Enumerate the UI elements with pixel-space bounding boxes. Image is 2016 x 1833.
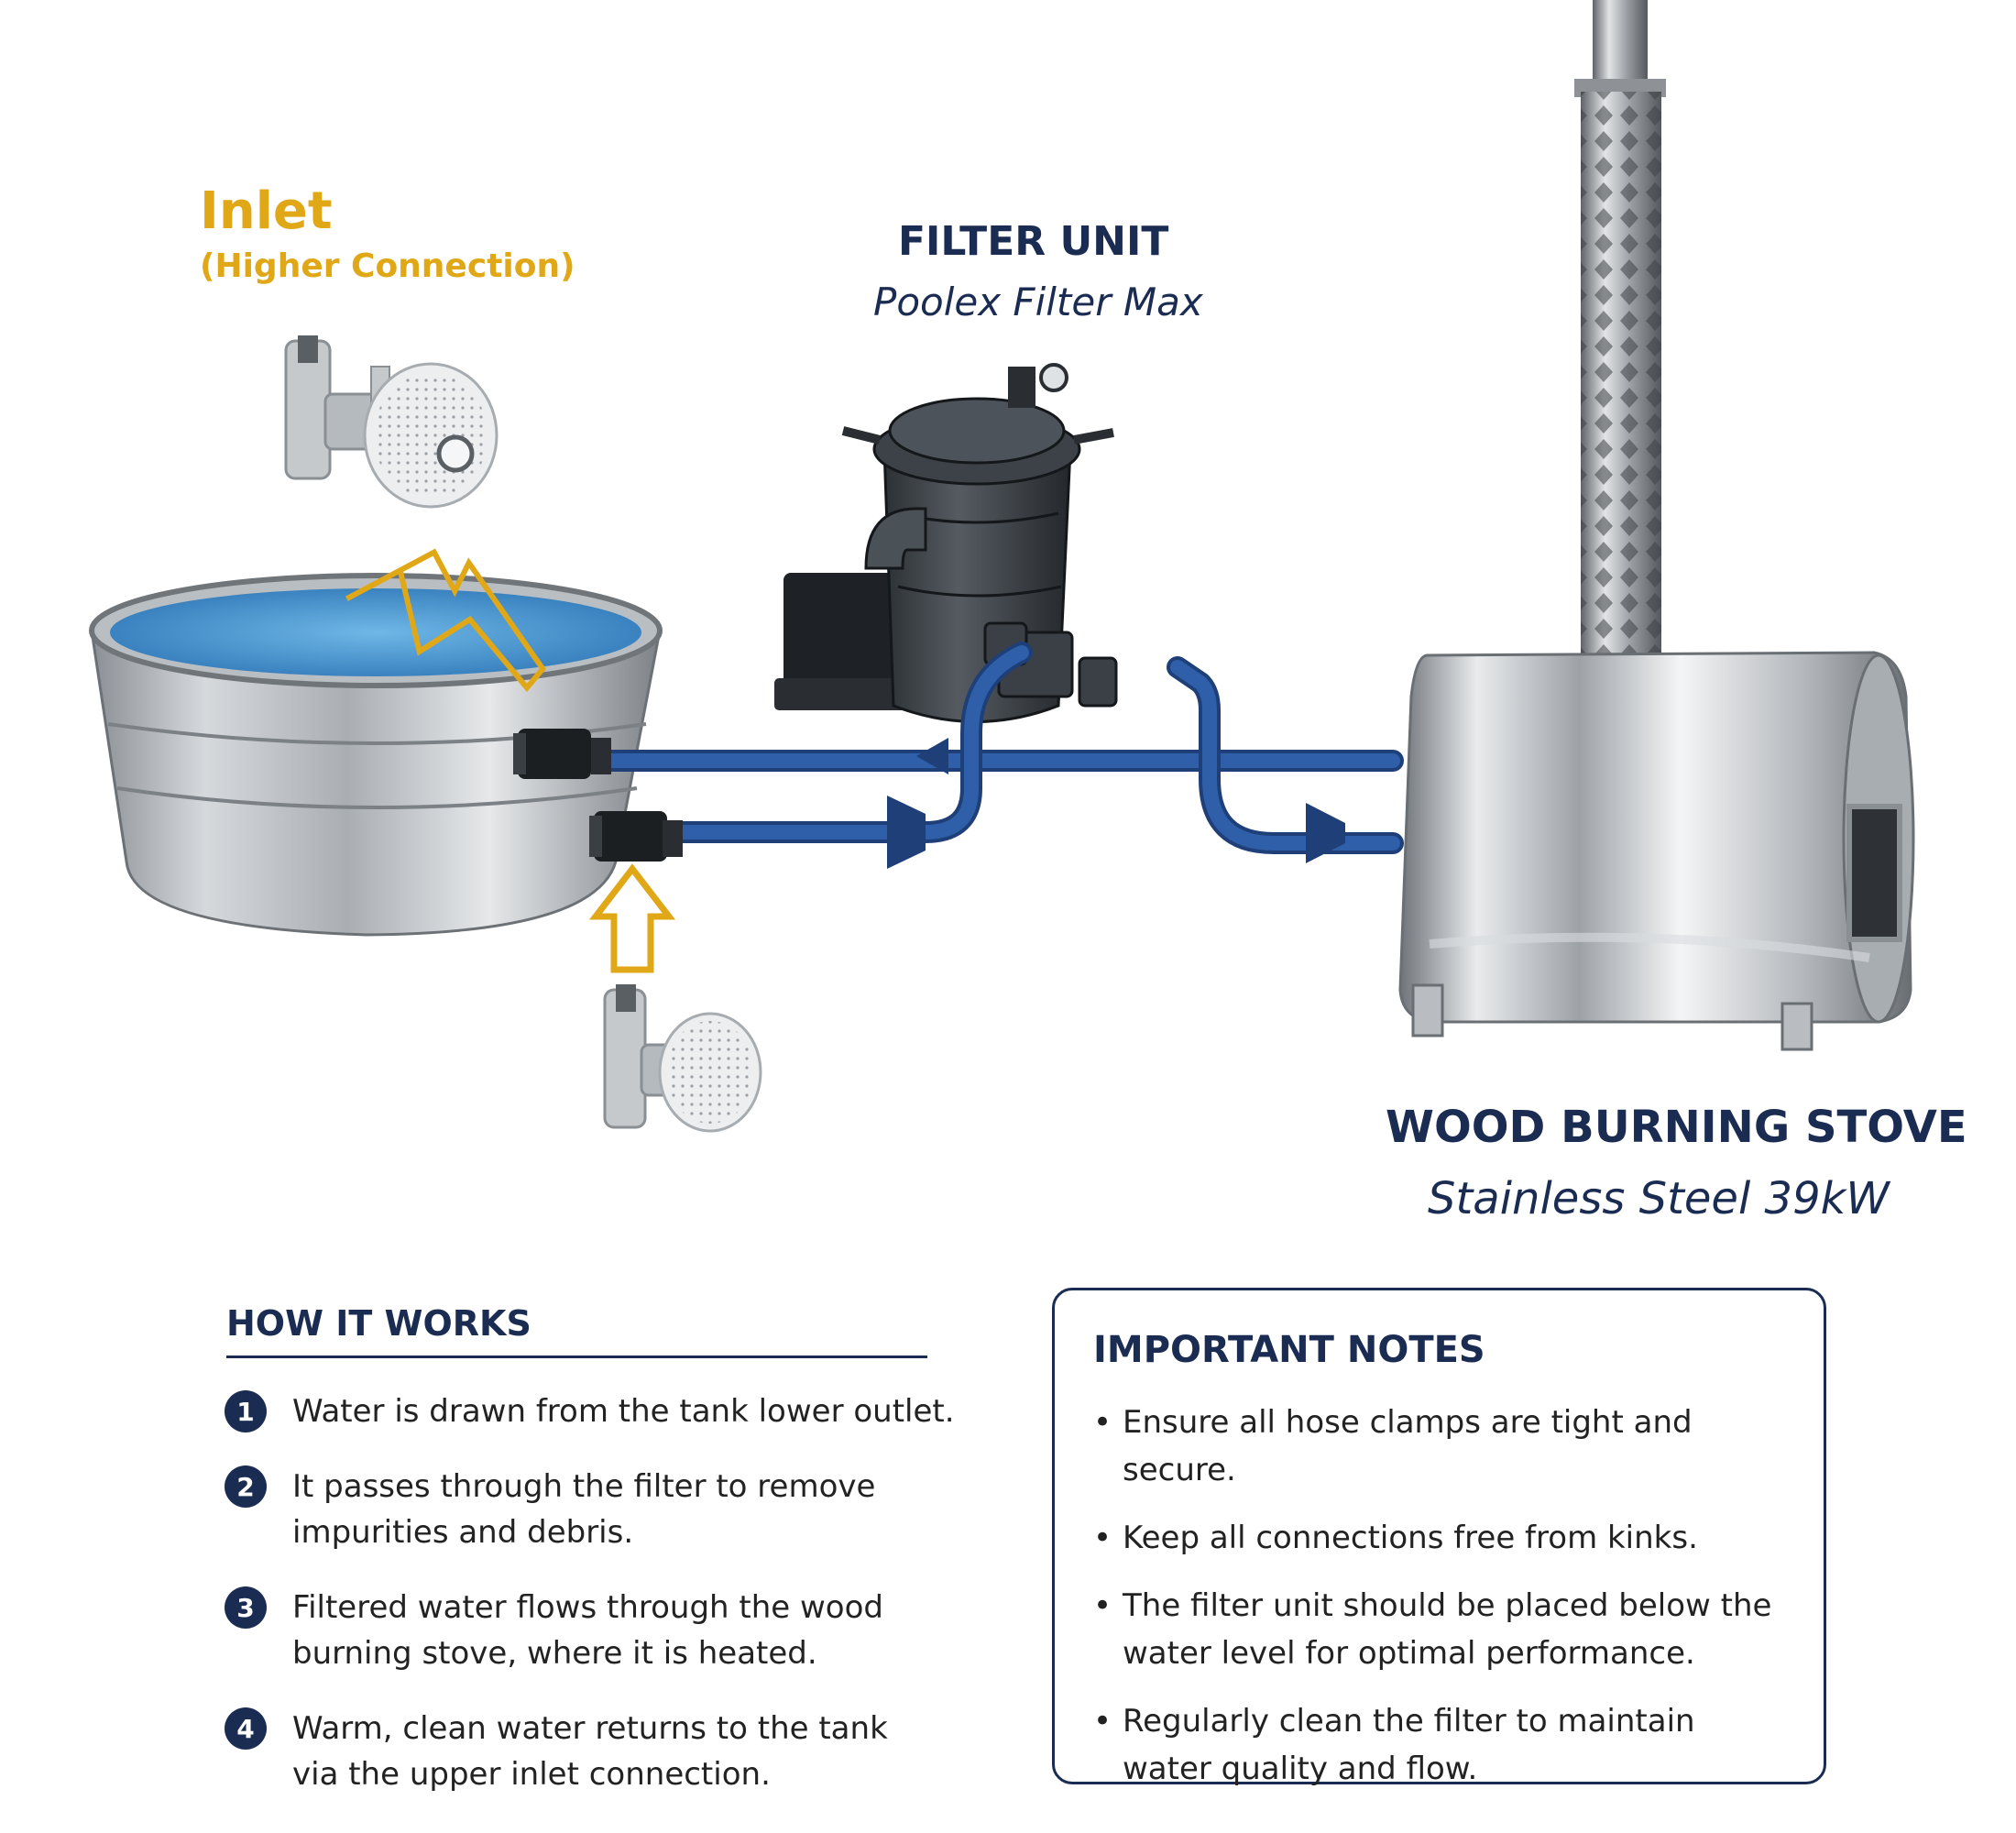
how-it-works-divider <box>226 1356 927 1358</box>
note-text: The filter unit should be placed below t… <box>1123 1582 1771 1677</box>
stove-icon <box>1398 651 1915 1051</box>
how-it-works-steps: 1 Water is drawn from the tank lower out… <box>225 1388 976 1827</box>
hose-network <box>585 642 1404 854</box>
step-text: Warm, clean water returns to the tank vi… <box>292 1706 888 1797</box>
step-line: via the upper inlet connection. <box>292 1756 771 1793</box>
step-line: impurities and debris. <box>292 1514 634 1551</box>
note-text: Ensure all hose clamps are tight and sec… <box>1123 1399 1808 1494</box>
step-number-badge: 4 <box>225 1707 267 1750</box>
important-notes-title: IMPORTANT NOTES <box>1093 1329 1485 1371</box>
filter-unit-subtitle: Poolex Filter Max <box>873 280 1203 324</box>
tank-icon <box>89 573 663 937</box>
step-number-badge: 2 <box>225 1465 267 1508</box>
note-line: Keep all connections free from kinks. <box>1123 1520 1698 1556</box>
inlet-subtitle: (Higher Connection) <box>200 247 575 285</box>
bullet-icon: • <box>1093 1404 1112 1441</box>
important-notes-box: IMPORTANT NOTES • Ensure all hose clamps… <box>1052 1288 1826 1787</box>
step-line: Warm, clean water returns to the tank <box>292 1710 888 1747</box>
step-number-badge: 1 <box>225 1390 267 1432</box>
pool-fitting-icon <box>284 335 499 509</box>
bullet-icon: • <box>1093 1520 1112 1556</box>
note-text: Regularly clean the filter to maintain w… <box>1123 1697 1695 1793</box>
step-number-badge: 3 <box>225 1586 267 1629</box>
filter-unit-title: FILTER UNIT <box>898 218 1169 265</box>
note-line: water level for optimal performance. <box>1123 1635 1695 1672</box>
step-line: Filtered water flows through the wood <box>292 1589 883 1626</box>
important-notes-list: • Ensure all hose clamps are tight and s… <box>1093 1399 1808 1813</box>
note-line: Ensure all hose clamps are tight and sec… <box>1123 1404 1693 1488</box>
stove-title: WOOD BURNING STOVE <box>1386 1102 1967 1153</box>
step-text: Water is drawn from the tank lower outle… <box>292 1388 955 1434</box>
tank-connectors <box>513 729 683 862</box>
step-line: It passes through the filter to remove <box>292 1468 876 1505</box>
inlet-title: Inlet <box>200 181 333 241</box>
how-it-works-title: HOW IT WORKS <box>226 1303 531 1344</box>
note-item: • Regularly clean the filter to maintain… <box>1093 1697 1808 1793</box>
flow-arrow-icon <box>887 738 1345 869</box>
stove-chimney <box>1574 0 1666 706</box>
step-line: burning stove, where it is heated. <box>292 1635 817 1672</box>
step-line: Water is drawn from the tank lower outle… <box>292 1393 955 1430</box>
diagram-illustration <box>89 0 1915 1133</box>
step-item: 3 Filtered water flows through the wood … <box>225 1585 976 1676</box>
note-item: • Keep all connections free from kinks. <box>1093 1514 1808 1562</box>
outlet-arrow-icon <box>588 863 676 973</box>
stove-subtitle: Stainless Steel 39kW <box>1428 1173 1890 1224</box>
step-item: 4 Warm, clean water returns to the tank … <box>225 1706 976 1797</box>
pump-filter-icon <box>774 363 1118 723</box>
step-item: 2 It passes through the filter to remove… <box>225 1464 976 1555</box>
step-text: It passes through the filter to remove i… <box>292 1464 875 1555</box>
bullet-icon: • <box>1093 1703 1112 1740</box>
inlet-arrow-icon <box>345 548 547 693</box>
note-line: Regularly clean the filter to maintain <box>1123 1703 1695 1740</box>
step-text: Filtered water flows through the wood bu… <box>292 1585 883 1676</box>
bullet-icon: • <box>1093 1587 1112 1624</box>
note-item: • The filter unit should be placed below… <box>1093 1582 1808 1677</box>
note-item: • Ensure all hose clamps are tight and s… <box>1093 1399 1808 1494</box>
note-line: water quality and flow. <box>1123 1751 1478 1787</box>
note-line: The filter unit should be placed below t… <box>1123 1587 1772 1624</box>
pool-fitting-icon <box>603 984 762 1133</box>
note-text: Keep all connections free from kinks. <box>1123 1514 1698 1562</box>
step-item: 1 Water is drawn from the tank lower out… <box>225 1388 976 1434</box>
